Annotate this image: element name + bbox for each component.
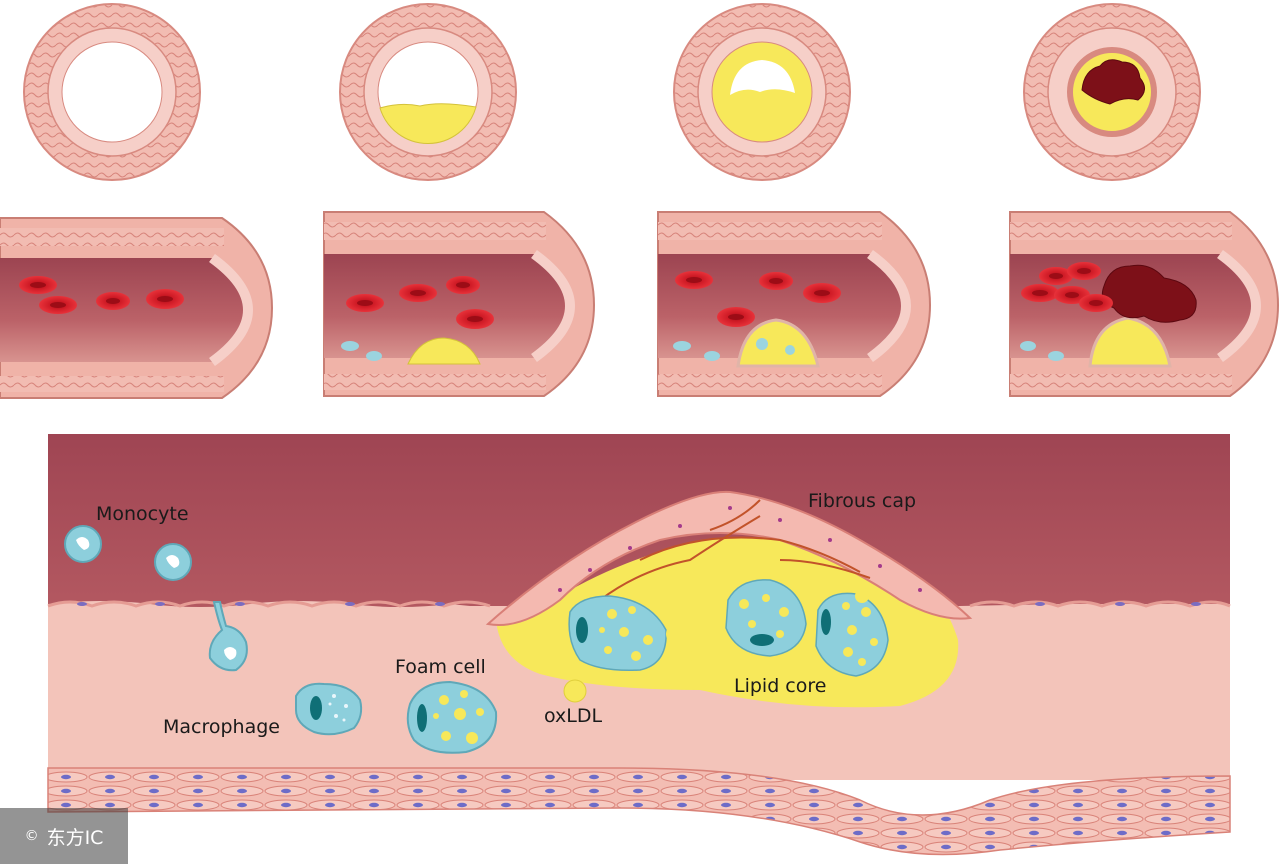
- red-blood-cell: [346, 294, 384, 312]
- red-blood-cell: [19, 276, 57, 294]
- cap-nuclei: [558, 506, 922, 592]
- watermark: © 东方IC: [0, 808, 128, 864]
- cross-sections: [23, 3, 1201, 181]
- red-blood-cell: [1067, 262, 1101, 280]
- label-foam-cell: Foam cell: [395, 656, 486, 678]
- copyright-icon: ©: [24, 828, 39, 844]
- red-blood-cell: [39, 296, 77, 314]
- label-fibrous-cap: Fibrous cap: [808, 490, 916, 512]
- label-oxldl: oxLDL: [544, 705, 603, 727]
- watermark-text: 东方IC: [46, 826, 104, 849]
- red-blood-cell: [1079, 294, 1113, 312]
- red-blood-cell: [759, 272, 793, 290]
- longitudinal-section-4: [1009, 211, 1280, 397]
- free-lipid: [666, 572, 869, 663]
- foam-cell: [815, 592, 889, 677]
- red-blood-cell: [803, 283, 841, 303]
- longitudinal-section-1: [0, 217, 274, 399]
- red-blood-cell: [717, 307, 755, 327]
- media: [47, 767, 1231, 856]
- endothelial-nuclei: [77, 602, 1201, 606]
- foam-cell: [568, 595, 667, 672]
- fibrous-cap: [485, 490, 973, 626]
- cross-section-3: [673, 3, 851, 181]
- red-blood-cell: [399, 284, 437, 302]
- cross-section-4: [1023, 3, 1201, 181]
- foam-cell: [725, 579, 807, 657]
- foam-cell-labeled: [406, 680, 498, 754]
- plaque-detail: [47, 434, 1237, 856]
- macrophage: [295, 682, 363, 736]
- longitudinal-section-2: [323, 211, 596, 397]
- cross-section-2: [339, 3, 517, 181]
- red-blood-cell: [446, 276, 480, 294]
- red-blood-cell: [1021, 284, 1059, 302]
- red-blood-cells: [19, 262, 1113, 329]
- fibrous-strands: [599, 499, 871, 601]
- red-blood-cell: [146, 289, 184, 309]
- cross-section-1: [23, 3, 201, 181]
- longitudinal-section-3: [657, 211, 932, 397]
- monocyte: [64, 525, 102, 563]
- label-macrophage: Macrophage: [163, 716, 280, 738]
- label-lipid-core: Lipid core: [734, 675, 826, 697]
- red-blood-cell: [96, 292, 130, 310]
- longitudinal-sections: [0, 211, 1280, 399]
- red-blood-cell: [1039, 267, 1073, 285]
- migrating-monocyte: [208, 601, 248, 672]
- label-monocyte: Monocyte: [96, 503, 189, 525]
- oxldl-particle: [563, 679, 587, 703]
- red-blood-cell: [675, 271, 713, 289]
- red-blood-cell: [456, 309, 494, 329]
- monocyte: [154, 543, 192, 581]
